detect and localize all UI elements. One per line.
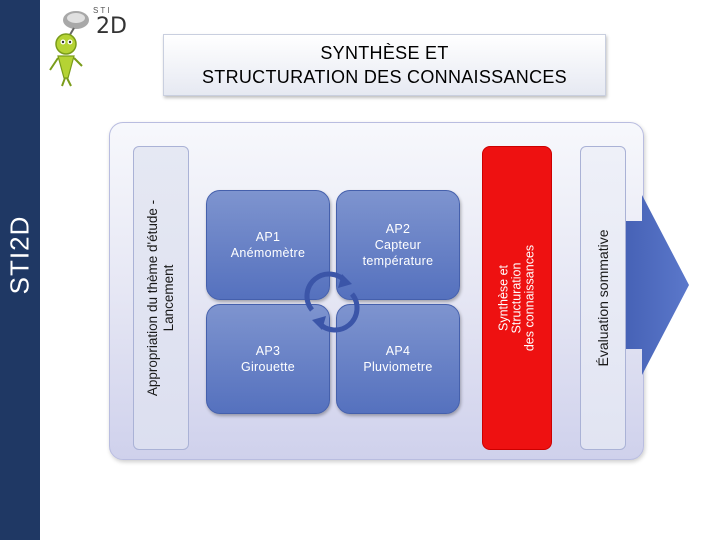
evaluation-band: Évaluation sommative [580, 146, 626, 450]
title-line-1: SYNTHÈSE ET [320, 43, 449, 63]
activity-name: Girouette [240, 360, 296, 374]
activity-code: AP1 [255, 230, 281, 244]
logo-big-text: 2D [96, 14, 127, 39]
activity-ap2: AP2 Capteur température [336, 190, 460, 300]
appropriation-band: Appropriation du thème d'étude - Lanceme… [133, 146, 189, 450]
activity-name-line-2: température [362, 254, 434, 268]
appropriation-line-1: Appropriation du thème d'étude - [145, 199, 160, 397]
appropriation-line-2: Lancement [161, 264, 176, 332]
evaluation-label: Évaluation sommative [595, 229, 611, 367]
activity-ap3: AP3 Girouette [206, 304, 330, 414]
activity-ap4: AP4 Pluviometre [336, 304, 460, 414]
appropriation-label: Appropriation du thème d'étude - Lanceme… [145, 200, 177, 396]
logo-small-text: STI [93, 6, 112, 15]
left-sidebar [0, 0, 40, 540]
sidebar-label-container: STI2D [0, 0, 40, 540]
activity-code: AP4 [385, 344, 411, 358]
title-box: SYNTHÈSE ET STRUCTURATION DES CONNAISSAN… [163, 34, 606, 96]
activity-name: Pluviometre [363, 360, 433, 374]
synthese-label: Synthèse et Structuration des connaissan… [497, 244, 537, 352]
synthese-line-3: des connaissances [522, 244, 537, 352]
activity-name: Anémomètre [230, 246, 306, 260]
title-line-2: STRUCTURATION DES CONNAISSANCES [201, 67, 567, 87]
synthese-band: Synthèse et Structuration des connaissan… [482, 146, 552, 450]
sidebar-label: STI2D [4, 215, 35, 295]
robot-mascot-icon [44, 4, 144, 88]
activity-name: Capteur [374, 238, 422, 252]
activity-code: AP2 [385, 222, 411, 236]
cycle-arrows-icon [304, 271, 360, 333]
activity-code: AP3 [255, 344, 281, 358]
